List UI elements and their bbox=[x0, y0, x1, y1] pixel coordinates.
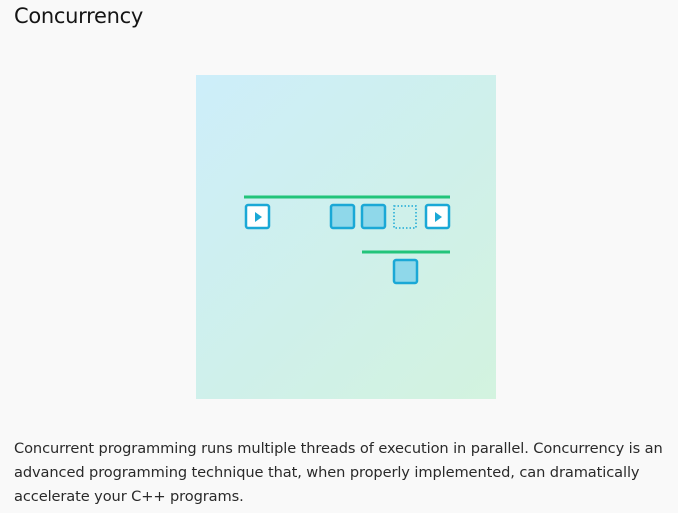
concurrency-diagram bbox=[244, 195, 451, 285]
page-title: Concurrency bbox=[14, 4, 144, 28]
empty-task-slot bbox=[393, 205, 417, 229]
task-block bbox=[360, 203, 387, 230]
thread-end-play-icon bbox=[424, 203, 451, 230]
course-description: Concurrent programming runs multiple thr… bbox=[14, 440, 663, 505]
concurrency-illustration bbox=[196, 75, 496, 399]
thread-start-play-icon bbox=[244, 203, 271, 230]
moved-task-block bbox=[392, 258, 419, 285]
task-block bbox=[329, 203, 356, 230]
